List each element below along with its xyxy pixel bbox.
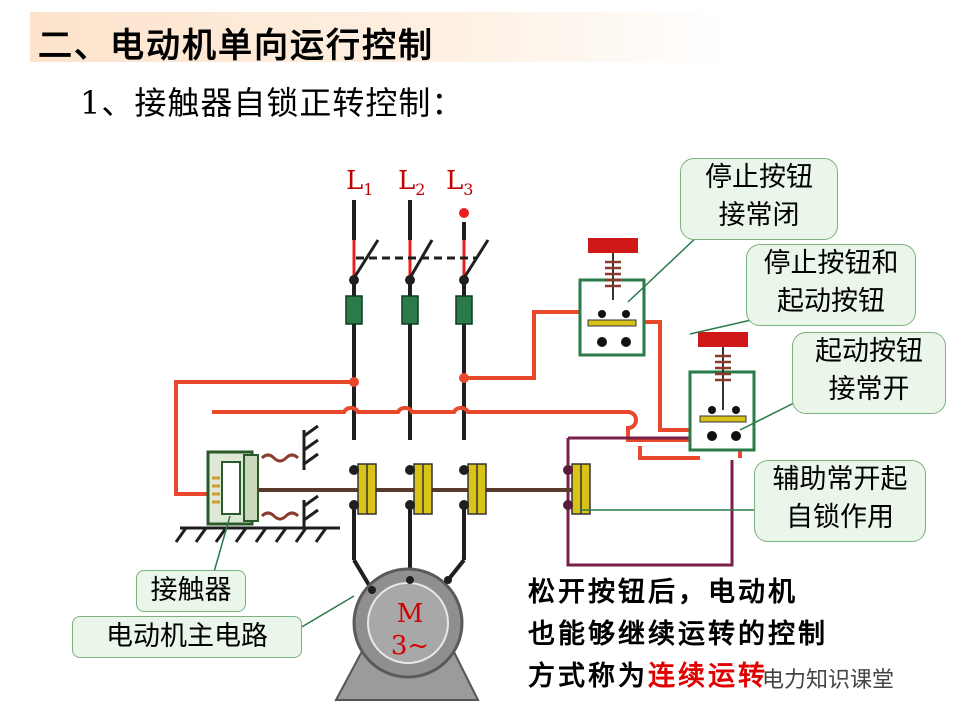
- main-switch: [352, 239, 490, 279]
- motor-label: M 3~: [390, 599, 430, 661]
- phase-label-l3: L3: [446, 166, 474, 200]
- start-button: [688, 332, 756, 452]
- switch-nodes: [349, 275, 469, 285]
- l3-terminal: [459, 208, 469, 218]
- fuses: [345, 295, 473, 325]
- phase-label-l2: L2: [398, 166, 426, 200]
- title-band: [30, 12, 730, 62]
- stop-button: [578, 238, 646, 357]
- callout-stop-nc: 停止按钮 接常闭: [680, 158, 838, 240]
- page-title: 二、电动机单向运行控制: [38, 26, 434, 66]
- explanation-note: 松开按钮后，电动机 也能够继续运转的控制 方式称为连续运转: [528, 577, 828, 692]
- contact-nodes: [349, 465, 573, 510]
- callout-start-no: 起动按钮 接常开: [792, 332, 946, 414]
- phase-label-l1: L1: [346, 166, 374, 200]
- watermark: 电力知识课堂: [762, 668, 895, 693]
- page-subtitle: 1、接触器自锁正转控制：: [80, 84, 465, 122]
- contactor-tag: 接触器: [136, 570, 246, 612]
- main-circuit-tag: 电动机主电路: [72, 616, 302, 658]
- contactor-coil: [206, 450, 572, 526]
- control-nodes: [349, 373, 469, 387]
- callout-stop-start: 停止按钮和 起动按钮: [746, 244, 916, 326]
- continuous-run-term: 连续运转: [648, 661, 768, 692]
- callout-aux-no: 辅助常开起 自锁作用: [754, 460, 926, 542]
- main-contacts: [357, 463, 591, 515]
- motor: [334, 567, 480, 701]
- ground-hatch: [174, 424, 340, 543]
